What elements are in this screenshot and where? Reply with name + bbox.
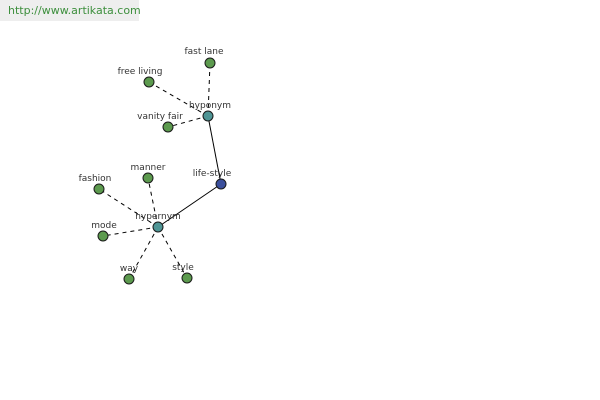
edge-hypernym-to-fashion: [98, 188, 159, 228]
graph-edges: [98, 62, 222, 280]
node-label-life-style[interactable]: life-style: [193, 169, 232, 179]
node-label-fashion[interactable]: fashion: [79, 174, 112, 184]
node-label-fast-lane[interactable]: fast lane: [184, 47, 223, 57]
node-fast-lane[interactable]: [204, 57, 216, 69]
url-bar: http://www.artikata.com: [0, 0, 141, 21]
edge-hypernym-to-mode: [102, 226, 159, 237]
edge-hypernym-to-manner: [147, 177, 159, 228]
node-mode[interactable]: [97, 230, 109, 242]
graph-labels: life-style hyponym hypernym fast lane free l…: [79, 47, 232, 274]
node-style[interactable]: [181, 272, 193, 284]
node-label-mode[interactable]: mode: [91, 221, 117, 231]
site-url-link[interactable]: http://www.artikata.com: [8, 4, 141, 17]
edge-hyponym-to-fast-lane: [207, 62, 211, 117]
node-label-hypernym[interactable]: hypernym: [135, 212, 181, 222]
node-hyponym[interactable]: [202, 110, 214, 122]
graph-nodes: [93, 57, 227, 285]
node-label-way[interactable]: way: [120, 264, 139, 274]
edge-hypernym-to-way: [128, 226, 159, 280]
node-way[interactable]: [123, 273, 135, 285]
edge-hypernym-to-style: [157, 226, 188, 279]
node-hypernym[interactable]: [152, 221, 164, 233]
node-vanity-fair[interactable]: [162, 121, 174, 133]
node-label-style[interactable]: style: [172, 263, 194, 273]
node-label-hyponym[interactable]: hyponym: [189, 101, 231, 111]
edge-hyponym-to-free-living: [148, 81, 209, 117]
node-life-style[interactable]: [215, 178, 227, 190]
node-label-free-living[interactable]: free living: [118, 67, 163, 77]
node-label-manner[interactable]: manner: [131, 163, 166, 173]
node-manner[interactable]: [142, 172, 154, 184]
node-free-living[interactable]: [143, 76, 155, 88]
edge-life-style-to-hyponym: [207, 115, 222, 185]
edge-hyponym-to-vanity-fair: [167, 115, 209, 128]
edge-life-style-to-hypernym: [157, 183, 222, 228]
node-label-vanity-fair[interactable]: vanity fair: [137, 112, 183, 122]
node-fashion[interactable]: [93, 183, 105, 195]
